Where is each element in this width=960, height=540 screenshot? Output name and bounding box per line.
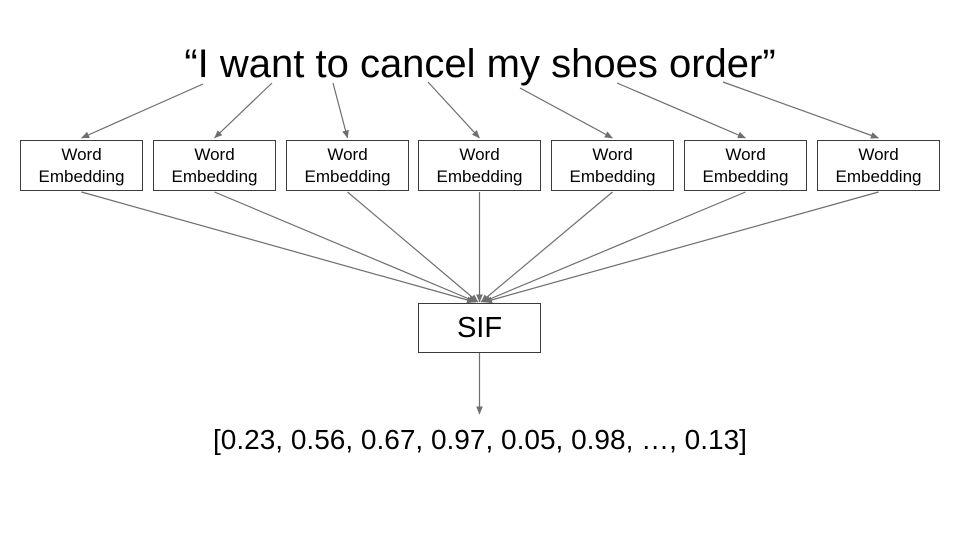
- word-embedding-box: Word Embedding: [817, 140, 940, 191]
- word-embedding-label: Word Embedding: [304, 145, 391, 186]
- word-embedding-box: Word Embedding: [418, 140, 541, 191]
- arrow-title-to-box-4: [427, 81, 480, 139]
- arrow-title-to-box-1: [81, 83, 204, 139]
- sentence-title: “I want to cancel my shoes order”: [184, 42, 776, 86]
- output-vector-text: [0.23, 0.56, 0.67, 0.97, 0.05, 0.98, …, …: [213, 424, 747, 455]
- word-embedding-label: Word Embedding: [835, 145, 922, 186]
- arrow-title-to-box-5: [519, 87, 613, 139]
- arrow-box-5-to-sif: [480, 191, 613, 303]
- word-embedding-box: Word Embedding: [153, 140, 276, 191]
- arrow-box-2-to-sif: [214, 191, 477, 303]
- word-embedding-label: Word Embedding: [436, 145, 523, 186]
- sif-label: SIF: [456, 311, 503, 344]
- arrow-title-to-box-2: [214, 82, 273, 139]
- arrow-title-to-box-6: [616, 82, 746, 139]
- word-embedding-label: Word Embedding: [569, 145, 656, 186]
- arrow-box-6-to-sif: [482, 191, 746, 303]
- word-embedding-box: Word Embedding: [684, 140, 807, 191]
- word-embedding-label: Word Embedding: [171, 145, 258, 186]
- word-embedding-box: Word Embedding: [286, 140, 409, 191]
- word-embedding-box: Word Embedding: [20, 140, 143, 191]
- arrow-title-to-box-3: [332, 82, 349, 139]
- word-embedding-label: Word Embedding: [38, 145, 125, 186]
- arrow-box-3-to-sif: [347, 191, 479, 303]
- sif-box: SIF: [418, 303, 541, 353]
- arrow-title-to-box-7: [722, 81, 879, 139]
- word-embedding-box: Word Embedding: [551, 140, 674, 191]
- word-embedding-label: Word Embedding: [702, 145, 789, 186]
- arrow-box-1-to-sif: [81, 191, 476, 304]
- arrow-box-7-to-sif: [483, 191, 879, 304]
